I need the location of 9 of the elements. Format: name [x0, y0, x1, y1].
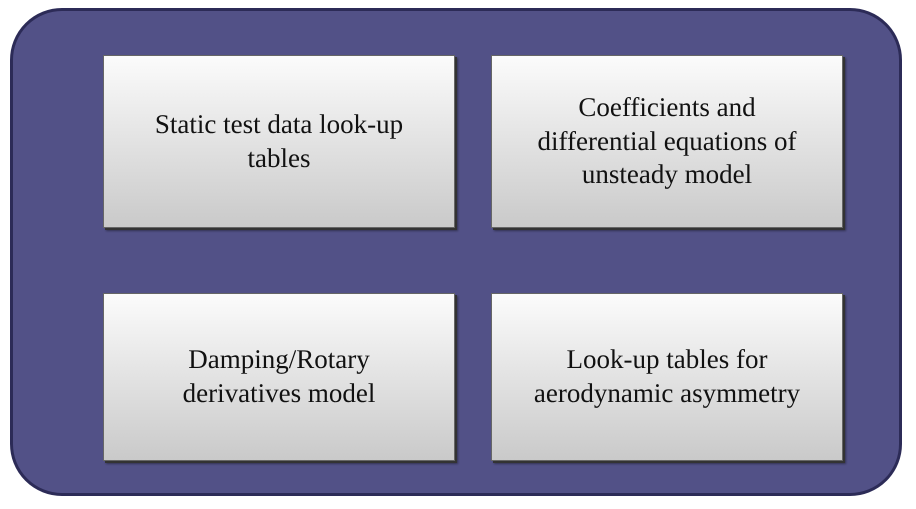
- process-box: [103, 293, 455, 461]
- process-box: [491, 55, 843, 228]
- box-label: Static test data look-up tables: [154, 108, 404, 174]
- box-label: Damping/Rotary derivatives model: [182, 343, 376, 410]
- process-box: [491, 293, 843, 461]
- box-label: Look-up tables for aerodynamic asymmetry: [532, 343, 802, 410]
- process-box: [103, 55, 455, 228]
- outer-panel: [10, 8, 902, 496]
- box-label: Coefficients and differential equations of unsteady model: [536, 90, 798, 192]
